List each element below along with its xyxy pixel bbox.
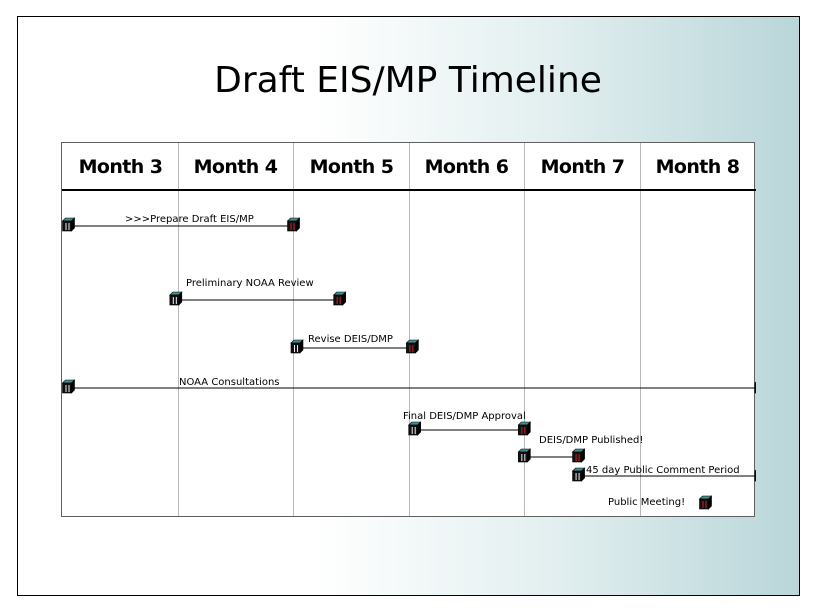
task-marker-stripe <box>293 223 295 230</box>
month-label: Month 8 <box>655 156 740 178</box>
task-marker-stripe <box>575 473 577 480</box>
task-marker-front <box>62 382 72 394</box>
task-marker-stripe <box>524 427 526 434</box>
task-marker-front <box>333 294 343 306</box>
task-label: Public Meeting! <box>608 497 685 508</box>
task-label: NOAA Consultations <box>179 377 280 388</box>
month-divider <box>640 143 641 516</box>
task-marker-stripe <box>521 427 523 434</box>
task-marker-front <box>572 451 582 463</box>
task-marker-stripe <box>65 223 67 230</box>
task-marker-stripe <box>575 454 577 461</box>
month-label: Month 3 <box>78 156 163 178</box>
task-marker-stripe <box>172 297 174 304</box>
task-layer: >>>Prepare Draft EIS/MP Preliminary NOAA … <box>62 214 756 510</box>
task-marker-stripe <box>175 297 177 304</box>
task-marker-stripe <box>521 454 523 461</box>
page-title: Draft EIS/MP Timeline <box>214 60 602 101</box>
task-marker-stripe <box>293 345 295 352</box>
header-divider <box>62 189 756 191</box>
task-marker-stripe <box>409 345 411 352</box>
task-marker-stripe <box>524 454 526 461</box>
task-label: >>>Prepare Draft EIS/MP <box>125 214 254 225</box>
month-divider <box>409 143 410 516</box>
month-divider <box>293 143 294 516</box>
task-marker-stripe <box>65 385 67 392</box>
task-marker-front <box>699 498 709 510</box>
task-marker-stripe <box>702 501 704 508</box>
task-label: Final DEIS/DMP Approval <box>403 411 526 422</box>
task-label: Revise DEIS/DMP <box>308 334 393 345</box>
task-marker-stripe <box>578 473 580 480</box>
month-divider <box>178 143 179 516</box>
task-label: 45 day Public Comment Period <box>586 465 740 476</box>
task-marker-stripe <box>578 454 580 461</box>
month-divider <box>524 143 525 516</box>
task-marker-top <box>754 381 756 384</box>
timeline-chart: Month 3 Month 4 Month 5 Month 6 Month 7 … <box>61 142 756 517</box>
task-marker-front <box>62 220 72 232</box>
task-marker-front <box>169 294 180 306</box>
task-marker-front <box>406 342 416 354</box>
month-label: Month 5 <box>309 156 394 178</box>
task-marker-stripe <box>414 427 416 434</box>
task-marker-stripe <box>412 345 414 352</box>
task-label: DEIS/DMP Published! <box>539 435 643 446</box>
task-marker-stripe <box>296 345 298 352</box>
task-marker-front <box>290 342 301 354</box>
task-marker-front <box>408 424 419 436</box>
task-marker-stripe <box>705 501 707 508</box>
month-label: Month 6 <box>424 156 509 178</box>
task-marker-front <box>518 424 528 436</box>
month-header-row: Month 3 Month 4 Month 5 Month 6 Month 7 … <box>62 143 754 190</box>
task-marker-stripe <box>68 223 70 230</box>
task-marker-front <box>518 451 528 463</box>
month-label: Month 4 <box>193 156 278 178</box>
month-label: Month 7 <box>540 156 625 178</box>
task-marker-stripe <box>68 385 70 392</box>
task-label: Preliminary NOAA Review <box>186 278 314 289</box>
task-marker-front <box>754 470 756 482</box>
task-marker-stripe <box>339 297 341 304</box>
task-marker-front <box>572 470 582 482</box>
task-marker-front <box>287 220 297 232</box>
task-marker-front <box>754 382 756 394</box>
task-marker-stripe <box>290 223 292 230</box>
task-marker-top <box>754 469 756 472</box>
task-marker-stripe <box>411 427 413 434</box>
task-marker-stripe <box>336 297 338 304</box>
